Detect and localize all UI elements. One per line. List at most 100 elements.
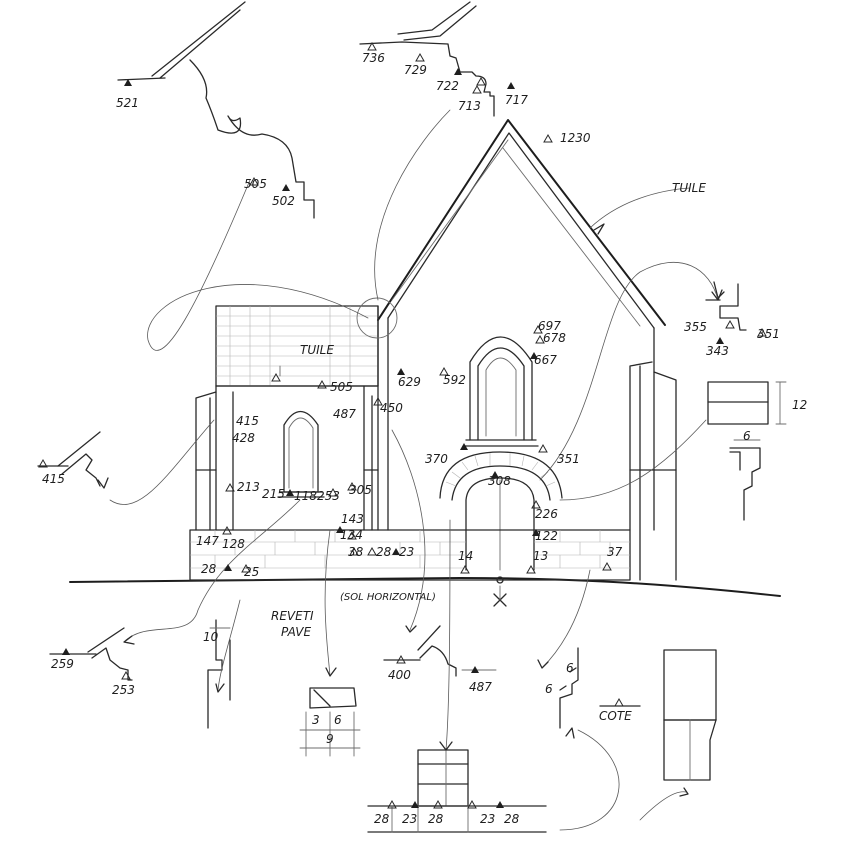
label-l415a: 415 [236, 414, 259, 428]
ground-line [69, 577, 781, 597]
level-marker [411, 801, 419, 808]
tower-lancet-window [283, 410, 319, 493]
level-marker [543, 133, 553, 143]
label-l37: 37 [607, 545, 623, 559]
level-marker [454, 68, 462, 75]
label-l1230: 1230 [560, 131, 591, 145]
label-l28a: 28 [376, 545, 392, 559]
label-l13: 13 [533, 549, 548, 563]
level-marker [476, 76, 486, 86]
arrow-heads [97, 223, 723, 797]
label-l14: 14 [458, 549, 473, 563]
label-l213: 213 [237, 480, 260, 494]
tower-right-buttress [363, 385, 379, 531]
label-l147: 147 [196, 534, 219, 548]
label-l629: 629 [398, 375, 421, 389]
label-l6c: 6 [545, 682, 553, 696]
label-l487a: 487 [333, 407, 356, 421]
label-l6b: 6 [566, 661, 574, 675]
level-marker [757, 327, 767, 337]
label-l415b: 415 [42, 472, 65, 486]
label-l134: 134 [340, 528, 363, 542]
label-l28d: 28 [428, 812, 444, 826]
level-marker [225, 482, 235, 492]
level-marker [373, 396, 383, 406]
label-l351a: 351 [757, 327, 780, 341]
level-marker [328, 487, 338, 497]
detail-left-415 [37, 431, 101, 487]
level-marker [415, 52, 425, 62]
level-marker [716, 337, 724, 344]
label-lreveti: REVETI [271, 609, 314, 623]
label-l10: 10 [203, 630, 219, 644]
label-l23c: 23 [480, 812, 495, 826]
level-marker [531, 499, 541, 509]
level-marker [397, 368, 405, 375]
label-ltuile1: TUILE [672, 181, 706, 195]
level-marker [538, 443, 548, 453]
level-marker [433, 799, 443, 809]
label-l28b: 28 [201, 562, 217, 576]
level-marker [507, 82, 515, 89]
label-l736: 736 [362, 51, 385, 65]
detail-door-moulding [383, 625, 497, 677]
arched-door [439, 451, 563, 571]
label-l6a: 6 [743, 429, 751, 443]
label-l355: 355 [684, 320, 707, 334]
level-marker [467, 799, 477, 809]
label-ltuile2: TUILE [300, 343, 334, 357]
level-marker [614, 697, 624, 707]
label-l400: 400 [388, 668, 411, 682]
level-marker [439, 366, 449, 376]
level-marker [62, 648, 70, 655]
level-marker [496, 801, 504, 808]
level-marker [602, 561, 612, 571]
level-marker [491, 471, 499, 478]
label-l259: 259 [51, 657, 74, 671]
label-l28c: 28 [374, 812, 390, 826]
level-marker [460, 564, 470, 574]
gable-roof-inner [387, 132, 655, 329]
level-marker [282, 184, 290, 191]
detail-cornice-right [705, 281, 747, 331]
left-tower [215, 305, 379, 531]
level-marker [472, 84, 482, 94]
level-marker [526, 564, 536, 574]
level-marker [347, 530, 357, 540]
label-l9: 9 [326, 732, 334, 746]
label-l143: 143 [341, 512, 364, 526]
label-l678: 678 [543, 331, 566, 345]
level-marker [271, 372, 281, 382]
label-l487b: 487 [469, 680, 492, 694]
label-l226: 226 [535, 507, 558, 521]
detail-bottom-left [49, 619, 231, 729]
level-marker [249, 176, 259, 186]
label-l697: 697 [538, 319, 561, 333]
level-marker [725, 319, 735, 329]
label-l505a: 505 [244, 177, 267, 191]
level-marker [121, 670, 131, 680]
label-l23b: 23 [402, 812, 417, 826]
level-marker [286, 489, 294, 496]
label-l713: 713 [458, 99, 481, 113]
level-marker [532, 529, 540, 536]
label-l370: 370 [425, 452, 448, 466]
label-l428: 428 [232, 431, 255, 445]
gable-roof [377, 119, 666, 326]
label-l253b: 253 [112, 683, 135, 697]
level-marker [241, 563, 251, 573]
label-l215: 215 [262, 487, 285, 501]
label-l343: 343 [706, 344, 729, 358]
label-l722: 722 [436, 79, 459, 93]
label-l122: 122 [535, 529, 558, 543]
label-l502: 502 [272, 194, 295, 208]
level-marker [367, 41, 377, 51]
level-marker [224, 564, 232, 571]
level-markers [38, 41, 767, 809]
stone-base [189, 529, 631, 581]
leader-lines [109, 109, 719, 831]
level-marker [396, 654, 406, 664]
level-marker [367, 546, 377, 556]
left-buttress [195, 391, 234, 531]
